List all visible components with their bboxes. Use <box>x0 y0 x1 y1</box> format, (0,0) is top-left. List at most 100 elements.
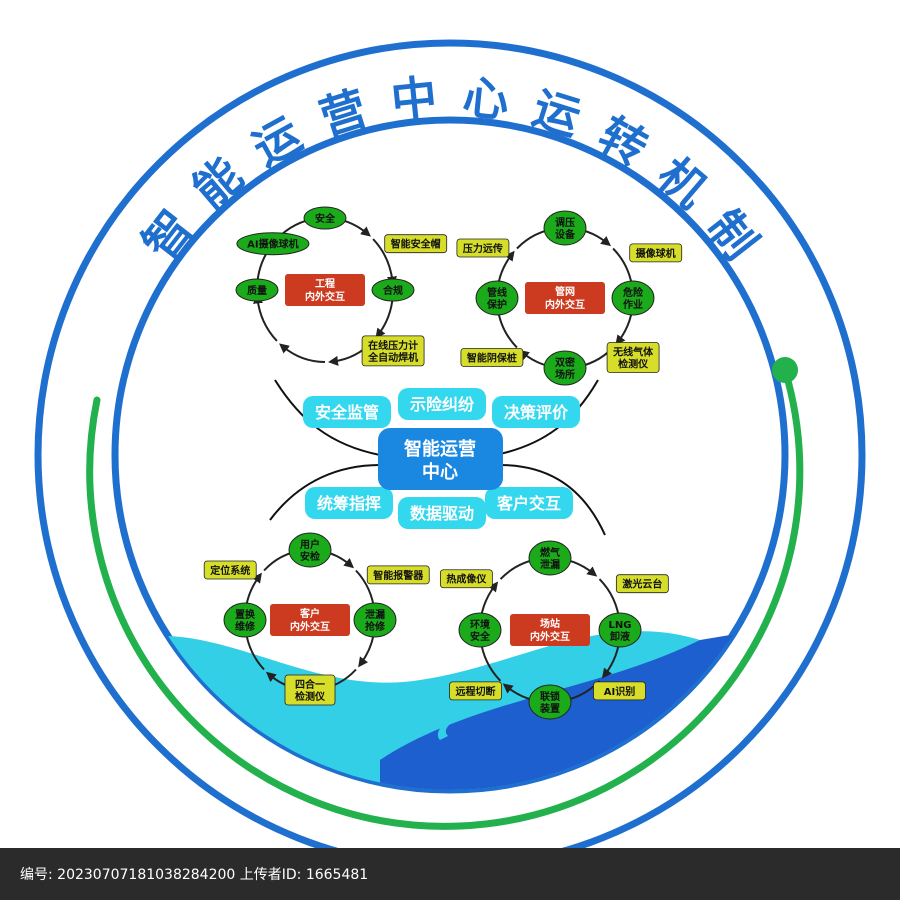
cycle-node-label: 安全 <box>470 630 491 643</box>
cycle-center-label: 管网 <box>555 285 575 298</box>
cycle-node-bottom-left: 远程切断 <box>449 681 502 701</box>
cycle-node-label: 激光云台 <box>622 578 662 591</box>
cycle-node-label: 用户 <box>299 538 320 551</box>
cycle-center-label: 工程 <box>315 277 335 290</box>
cycle-node-label: AI摄像球机 <box>247 238 298 251</box>
svg-text:决策评价: 决策评价 <box>504 403 569 422</box>
svg-text:客户交互: 客户交互 <box>497 494 561 513</box>
cycle-node-label: 燃气 <box>540 546 560 559</box>
footer-bar: 编号: 20230707181038284200 上传者ID: 1665481 <box>0 848 900 900</box>
cycle-node-label: 联锁 <box>540 690 560 703</box>
cycle-center-label: 客户 <box>299 607 320 620</box>
cycle-node-label: 摄像球机 <box>636 247 676 260</box>
cycle-arrow <box>372 238 397 287</box>
cycle-node-top-right: 摄像球机 <box>629 243 683 263</box>
cycle-node-label: 装置 <box>539 702 560 715</box>
cycle-center-label: 内外交互 <box>290 620 330 633</box>
cycle-node-label: 设备 <box>555 228 576 241</box>
cycle-node-right: 合规 <box>371 278 415 302</box>
cycle-node-label: 双密 <box>555 356 575 369</box>
cycle-arrow <box>279 343 326 363</box>
cycle-node-top-right: 激光云台 <box>615 574 669 594</box>
cycle-node-label: 泄漏 <box>540 558 560 571</box>
cycle-node-label: 安全 <box>315 212 336 225</box>
cycle-node-top-right: 智能报警器 <box>366 565 430 585</box>
cycle-center-label: 内外交互 <box>530 630 570 643</box>
cycle-node-label: 远程切断 <box>456 685 496 698</box>
cycle-node-label: 维修 <box>235 620 256 633</box>
cycle-top-right: 管网内外交互调压设备摄像球机危险作业无线气体检测仪双密场所智能阴保桩管线保护压力… <box>456 210 683 386</box>
cycle-node-label: 定位系统 <box>210 564 250 577</box>
cycle-node-label: 场所 <box>555 368 575 381</box>
svg-text:数据驱动: 数据驱动 <box>410 504 474 523</box>
cycle-node-label: 安检 <box>300 550 320 563</box>
cycle-arrow <box>253 293 278 342</box>
footer-text: 编号: 20230707181038284200 上传者ID: 1665481 <box>20 867 369 883</box>
cycle-node-label: 抢修 <box>365 620 386 633</box>
pill-top-right: 决策评价 <box>492 396 580 428</box>
pill-bottom-left: 统筹指挥 <box>305 487 393 519</box>
cycle-node-label: 在线压力计 <box>368 339 418 352</box>
cycle-node-top-left: 压力远传 <box>456 238 510 258</box>
cycle-node-label: 卸液 <box>610 630 630 643</box>
pill-bottom-center: 数据驱动 <box>398 497 486 529</box>
cycle-node-label: 泄漏 <box>365 608 385 621</box>
cycle-node-label: 智能安全帽 <box>391 238 441 251</box>
cycle-center-label: 场站 <box>540 617 560 630</box>
cycle-node-label: 智能阴保桩 <box>467 351 517 364</box>
cycle-node-label: 环境 <box>470 618 490 631</box>
svg-text:中心: 中心 <box>422 461 458 483</box>
cycle-node-label: 管线 <box>487 286 507 299</box>
cycle-node-label: 压力远传 <box>463 242 503 255</box>
cycle-node-label: AI识别 <box>604 685 635 698</box>
cycle-node-label: 检测仪 <box>618 357 649 370</box>
hub-connector-curves <box>269 379 606 536</box>
cycle-node-top-right: 智能安全帽 <box>384 234 448 254</box>
cycle-node-top-left: 定位系统 <box>203 560 257 580</box>
cycle-node-left: 质量 <box>235 278 279 302</box>
svg-text:安全监管: 安全监管 <box>315 403 379 422</box>
cycle-node-label: 置换 <box>235 608 256 621</box>
green-arc-end-dot <box>772 357 798 383</box>
cycle-node-label: 作业 <box>623 298 643 311</box>
cycle-node-bottom-left: 智能阴保桩 <box>460 348 524 367</box>
cycle-node-label: 检测仪 <box>295 690 326 703</box>
svg-text:统筹指挥: 统筹指挥 <box>317 494 381 513</box>
svg-text:示险纠纷: 示险纠纷 <box>410 395 474 414</box>
cycle-node-label: 合规 <box>382 284 403 297</box>
svg-text:智能运营: 智能运营 <box>404 438 476 460</box>
cycle-center-label: 内外交互 <box>545 298 585 311</box>
cycle-node-top-left: AI摄像球机 <box>236 232 310 256</box>
title-arc-text: 智 能 运 营 中 心 运 转 机 制 <box>132 70 767 270</box>
cycle-node-top-left: 热成像仪 <box>439 569 493 589</box>
cycle-node-label: 全自动焊机 <box>367 351 418 364</box>
cycle-node-label: 智能报警器 <box>373 569 424 582</box>
cycle-node-bottom-right: AI识别 <box>593 681 646 701</box>
pill-top-left: 安全监管 <box>303 396 391 428</box>
pill-bottom-right: 客户交互 <box>485 487 573 519</box>
cycle-node-label: 保护 <box>486 298 507 311</box>
cycle-node-label: 无线气体 <box>612 345 654 358</box>
cycle-node-label: 四合一 <box>295 678 325 691</box>
cycle-node-top: 安全 <box>303 206 347 230</box>
cycle-node-label: 质量 <box>247 284 267 297</box>
pill-top-center: 示险纠纷 <box>398 388 486 420</box>
